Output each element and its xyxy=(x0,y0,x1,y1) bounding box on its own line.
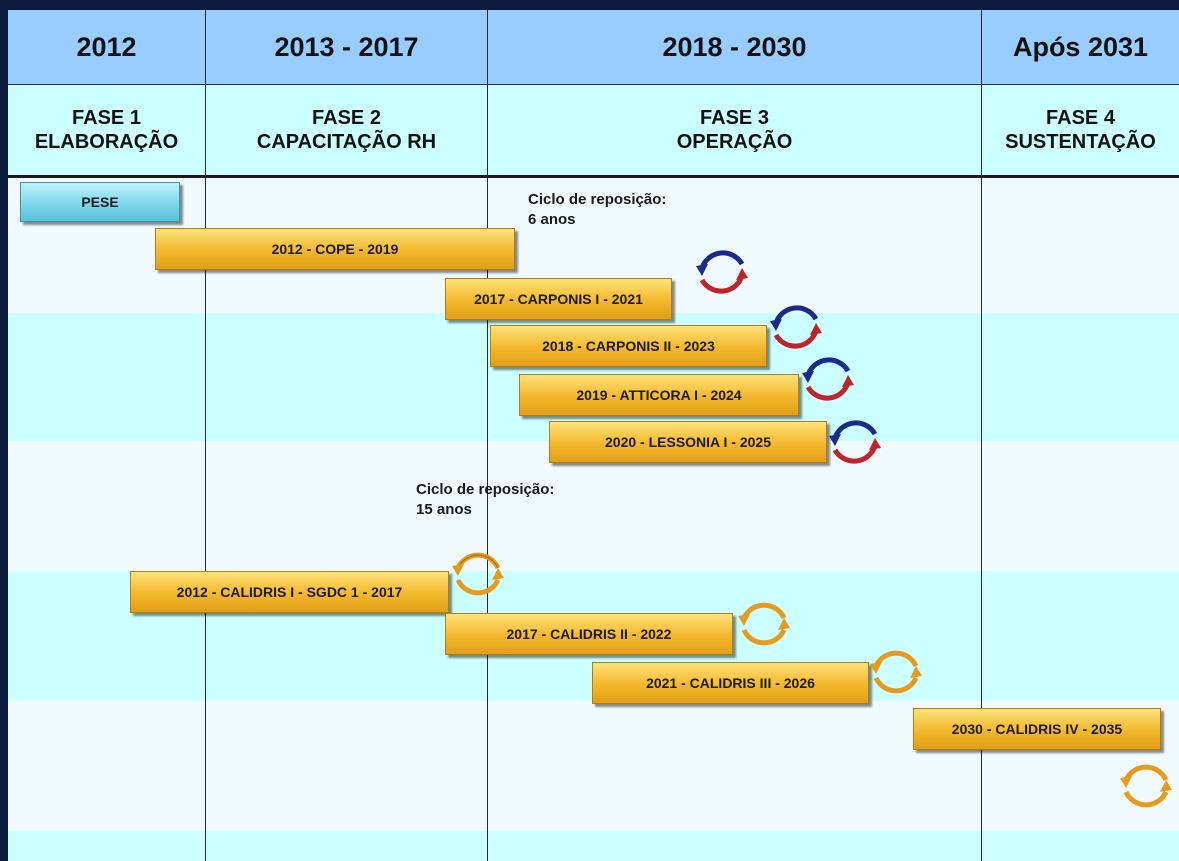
phase-3-number: FASE 3 xyxy=(700,107,769,129)
replacement-cycle-icon xyxy=(452,552,504,596)
bar-cope: 2012 - COPE - 2019 xyxy=(155,228,515,270)
phase-1-number: FASE 1 xyxy=(72,107,141,129)
phase-1-name: ELABORAÇÃO xyxy=(34,131,179,153)
phase-2-name: CAPACITAÇÃO RH xyxy=(256,131,437,153)
phase-4: FASE 4 SUSTENTAÇÃO xyxy=(982,85,1179,175)
phase-3: FASE 3 OPERAÇÃO xyxy=(488,85,981,175)
phase-1: FASE 1 ELABORAÇÃO xyxy=(8,85,205,175)
phase-4-number: FASE 4 xyxy=(1046,107,1115,129)
phase-4-name: SUSTENTAÇÃO xyxy=(1005,131,1156,153)
phase-header-row: FASE 1 ELABORAÇÃO FASE 2 CAPACITAÇÃO RH … xyxy=(8,85,1179,178)
replacement-cycle-icon xyxy=(802,357,854,401)
bar-calidris-1: 2012 - CALIDRIS I - SGDC 1 - 2017 xyxy=(130,571,449,613)
note-line: 15 anos xyxy=(416,501,472,518)
bar-calidris-2: 2017 - CALIDRIS II - 2022 xyxy=(445,613,733,655)
replacement-cycle-icon xyxy=(1120,764,1172,808)
replacement-cycle-icon xyxy=(696,250,748,294)
replacement-cycle-icon xyxy=(829,420,881,464)
year-2013-2017: 2013 - 2017 xyxy=(274,31,419,62)
year-2018-2030: 2018 - 2030 xyxy=(662,31,807,62)
bar-carponis-2: 2018 - CARPONIS II - 2023 xyxy=(490,325,767,367)
replacement-cycle-note-6-years: Ciclo de reposição: 6 anos xyxy=(528,190,666,230)
column-divider xyxy=(487,10,488,861)
column-divider xyxy=(205,10,206,861)
replacement-cycle-icon xyxy=(870,650,922,694)
column-divider xyxy=(981,10,982,861)
bar-carponis-1: 2017 - CARPONIS I - 2021 xyxy=(445,278,672,320)
replacement-cycle-note-15-years: Ciclo de reposição: 15 anos xyxy=(416,480,554,520)
phase-2-number: FASE 2 xyxy=(312,107,381,129)
replacement-cycle-icon xyxy=(770,305,822,349)
timeline-frame: 2012 2013 - 2017 2018 - 2030 Após 2031 F… xyxy=(8,10,1179,861)
bar-calidris-3: 2021 - CALIDRIS III - 2026 xyxy=(592,662,869,704)
year-2012: 2012 xyxy=(76,31,137,62)
phase-3-name: OPERAÇÃO xyxy=(676,131,793,153)
year-after-2031: Após 2031 xyxy=(1012,31,1149,62)
bar-pese: PESE xyxy=(20,182,180,222)
phase-2: FASE 2 CAPACITAÇÃO RH xyxy=(206,85,487,175)
bar-atticora-1: 2019 - ATTICORA I - 2024 xyxy=(519,374,799,416)
bar-calidris-4: 2030 - CALIDRIS IV - 2035 xyxy=(913,708,1161,750)
note-line: Ciclo de reposição: xyxy=(416,481,555,498)
bar-lessonia-1: 2020 - LESSONIA I - 2025 xyxy=(549,421,827,463)
year-header-row: 2012 2013 - 2017 2018 - 2030 Após 2031 xyxy=(8,10,1179,85)
replacement-cycle-icon xyxy=(738,602,790,646)
note-line: 6 anos xyxy=(528,211,576,228)
band xyxy=(8,831,1179,861)
note-line: Ciclo de reposição: xyxy=(528,191,667,208)
